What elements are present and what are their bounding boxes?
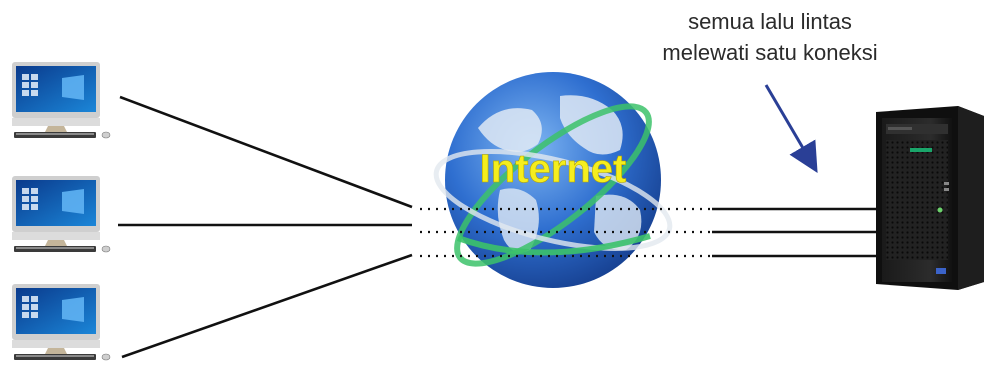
computer-3	[12, 284, 111, 361]
caption-line-1: semua lalu lintas	[688, 9, 852, 34]
server-links	[712, 207, 876, 258]
client-links	[118, 95, 413, 359]
internet-globe: Internet	[433, 72, 673, 288]
server-tower	[876, 106, 984, 290]
tunnel-lines	[420, 207, 712, 258]
power-led	[937, 207, 943, 213]
computer-1	[12, 62, 111, 139]
status-light	[910, 148, 932, 152]
arrow-to-server	[764, 84, 818, 173]
caption: semua lalu lintas melewati satu koneksi	[600, 6, 940, 68]
computer-2	[12, 176, 111, 253]
globe-label: Internet	[480, 147, 627, 191]
link-computer-1	[119, 95, 413, 209]
caption-line-2: melewati satu koneksi	[662, 40, 878, 65]
link-computer-3	[121, 253, 413, 359]
